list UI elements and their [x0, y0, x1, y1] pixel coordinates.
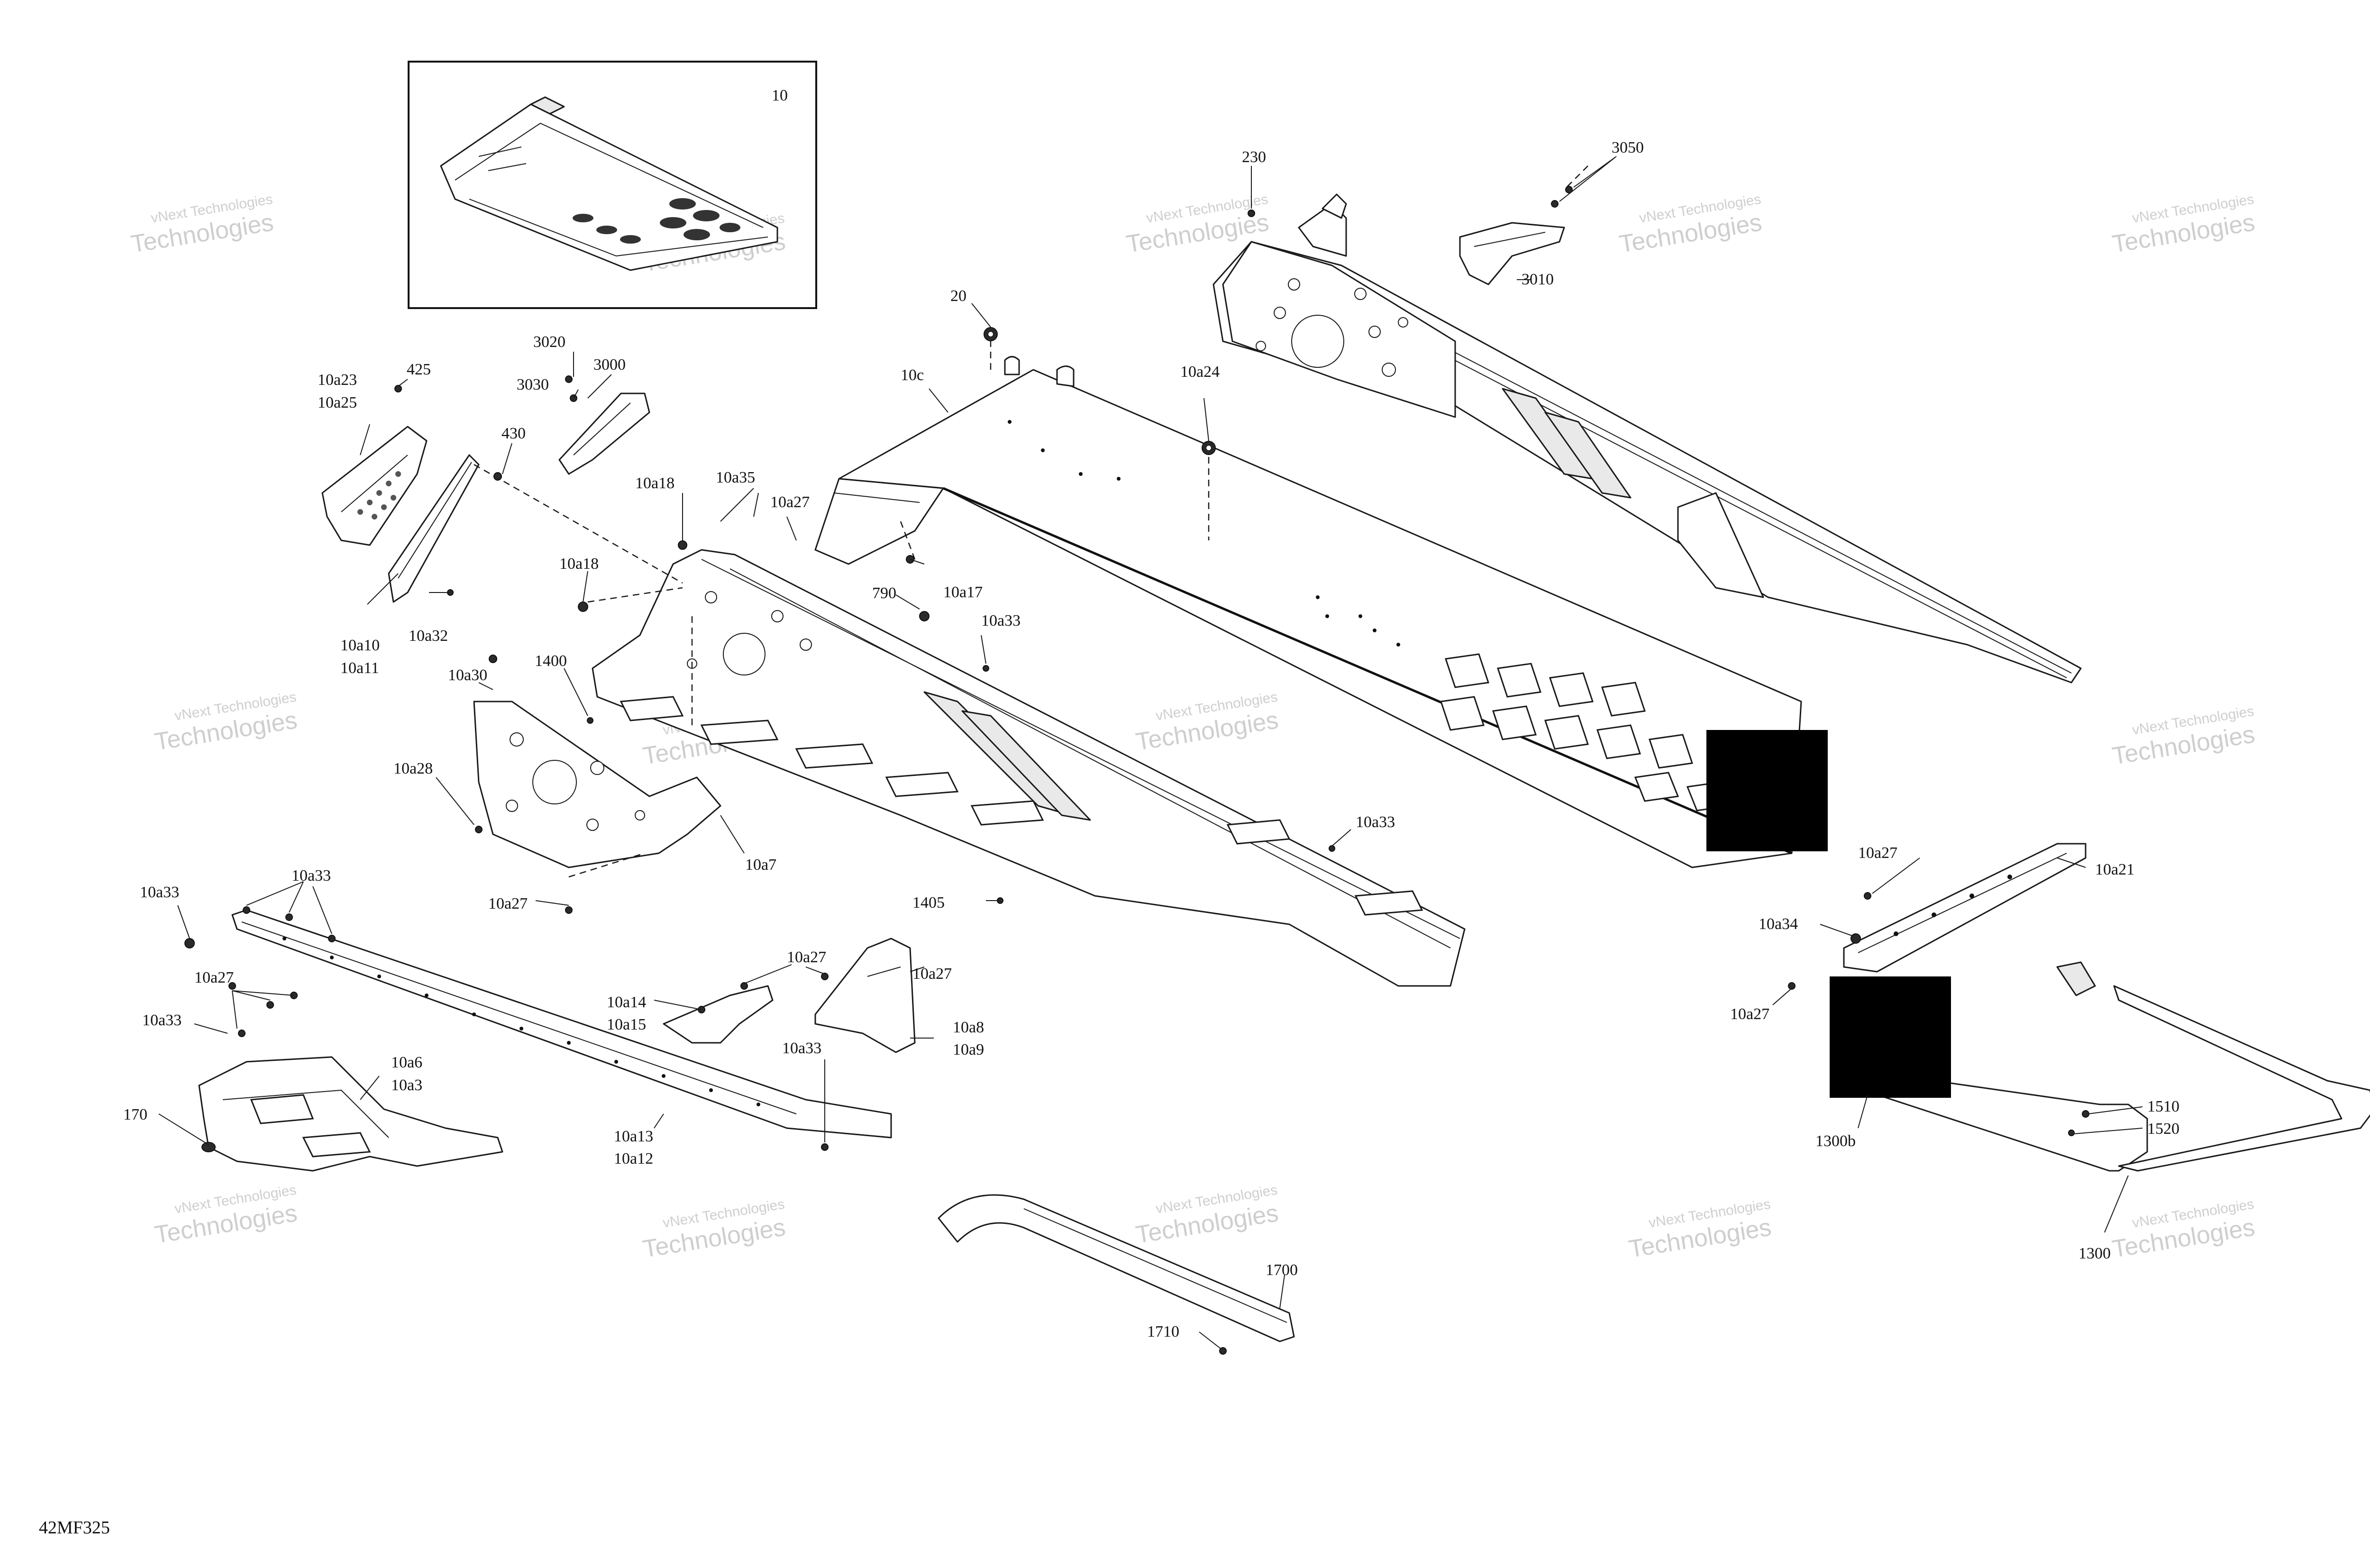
callout-1300: 1300: [2078, 1245, 2111, 1262]
callout-10c: 10c: [901, 366, 924, 384]
right-side-rail: [1212, 193, 2082, 684]
callout-10a33-skid: 10a33: [142, 1012, 182, 1029]
alignment-lines: [474, 165, 1588, 878]
callout-1700: 1700: [1266, 1261, 1298, 1279]
callout-3030: 3030: [517, 376, 549, 393]
callout-10a27-bracket: 10a27: [787, 948, 826, 966]
callout-10a25: 10a25: [318, 394, 357, 411]
callout-425: 425: [407, 361, 431, 378]
hardware-fasteners: [184, 186, 2089, 1355]
callout-10a28: 10a28: [393, 760, 433, 777]
callout-10a23: 10a23: [318, 371, 357, 389]
callout-430: 430: [501, 425, 526, 442]
bracket-3000: [558, 392, 650, 475]
callout-20: 20: [950, 287, 966, 305]
callout-10a21: 10a21: [2095, 861, 2134, 878]
tunnel-top-panel-10c: [814, 356, 1802, 868]
inset-frame: [408, 61, 817, 309]
callout-10a32: 10a32: [409, 627, 448, 645]
callout-10a11: 10a11: [340, 659, 379, 677]
callout-1520: 1520: [2147, 1120, 2179, 1138]
callout-10: 10: [772, 87, 788, 104]
callout-10a35: 10a35: [716, 469, 755, 486]
callout-10a18-lower: 10a18: [559, 555, 599, 573]
redacted-area: [1830, 976, 1951, 1098]
callout-10a24: 10a24: [1180, 363, 1220, 381]
running-board-1700: [938, 1194, 1295, 1342]
callout-10a14: 10a14: [607, 994, 646, 1011]
rail-10a10: [388, 454, 480, 603]
front-plate-10a7: [473, 701, 721, 868]
callout-10a27-rack: 10a27: [1858, 844, 1897, 862]
callout-790: 790: [872, 584, 896, 602]
tunnel-slot-pattern: [1440, 653, 1732, 811]
callout-10a18-upper: 10a18: [635, 474, 675, 492]
callout-3050: 3050: [1612, 139, 1644, 156]
callout-1405: 1405: [912, 894, 945, 912]
callout-3010: 3010: [1522, 271, 1554, 288]
callout-1710: 1710: [1147, 1323, 1179, 1340]
callout-10a27-plate: 10a27: [488, 895, 528, 912]
callout-3020: 3020: [533, 333, 565, 351]
diagram-id: 42MF325: [39, 1518, 110, 1538]
callout-10a13: 10a13: [614, 1128, 653, 1145]
callout-10a33-bumper-left: 10a33: [140, 884, 179, 901]
callout-10a34: 10a34: [1759, 915, 1798, 933]
bumper-10a13: [231, 909, 892, 1139]
callout-10a33-bracket: 10a33: [782, 1039, 821, 1057]
callout-230: 230: [1242, 148, 1266, 166]
inset-assembly-10: 10: [408, 61, 817, 309]
footrest-bracket-10a23: [321, 426, 428, 546]
redacted-area: [1706, 730, 1828, 851]
callout-10a7: 10a7: [745, 856, 776, 874]
leader-lines: [158, 156, 2143, 1349]
callout-10a27-lower: 10a27: [1730, 1005, 1769, 1023]
callout-10a3: 10a3: [391, 1076, 422, 1094]
inset-tunnel-drawing: [440, 96, 778, 271]
left-tunnel-side: [592, 549, 1466, 987]
callout-10a12: 10a12: [614, 1150, 653, 1167]
callout-10a27-top: 10a27: [770, 493, 810, 511]
bracket-10a8: [814, 938, 916, 1053]
callout-10a15: 10a15: [607, 1016, 646, 1033]
callout-3000: 3000: [593, 356, 626, 374]
callout-10a17: 10a17: [943, 583, 983, 601]
callout-10a6: 10a6: [391, 1054, 422, 1071]
callout-labels: 230 3050 3010 20 10c 10a24 10a23 10a25 4…: [123, 139, 2179, 1340]
callout-1300b: 1300b: [1815, 1132, 1856, 1150]
callout-10a30: 10a30: [448, 666, 487, 684]
callout-10a10: 10a10: [340, 637, 380, 654]
callout-10a27-right-bracket: 10a27: [912, 965, 952, 983]
callout-170: 170: [123, 1106, 147, 1123]
callout-10a33-bumper: 10a33: [292, 867, 331, 884]
callout-1400: 1400: [535, 652, 567, 670]
bracket-3010: [1459, 222, 1565, 285]
callout-10a8: 10a8: [953, 1019, 984, 1036]
callout-1510: 1510: [2147, 1098, 2179, 1115]
callout-10a9: 10a9: [953, 1041, 984, 1058]
bracket-10a14: [663, 985, 774, 1044]
callout-10a33-tunnel: 10a33: [981, 612, 1021, 629]
callout-10a27-skid: 10a27: [194, 969, 234, 986]
callout-10a33-rear: 10a33: [1356, 813, 1395, 831]
rear-rack-10a21: [1843, 843, 2087, 973]
skid-plate-10a6: [198, 1056, 503, 1172]
